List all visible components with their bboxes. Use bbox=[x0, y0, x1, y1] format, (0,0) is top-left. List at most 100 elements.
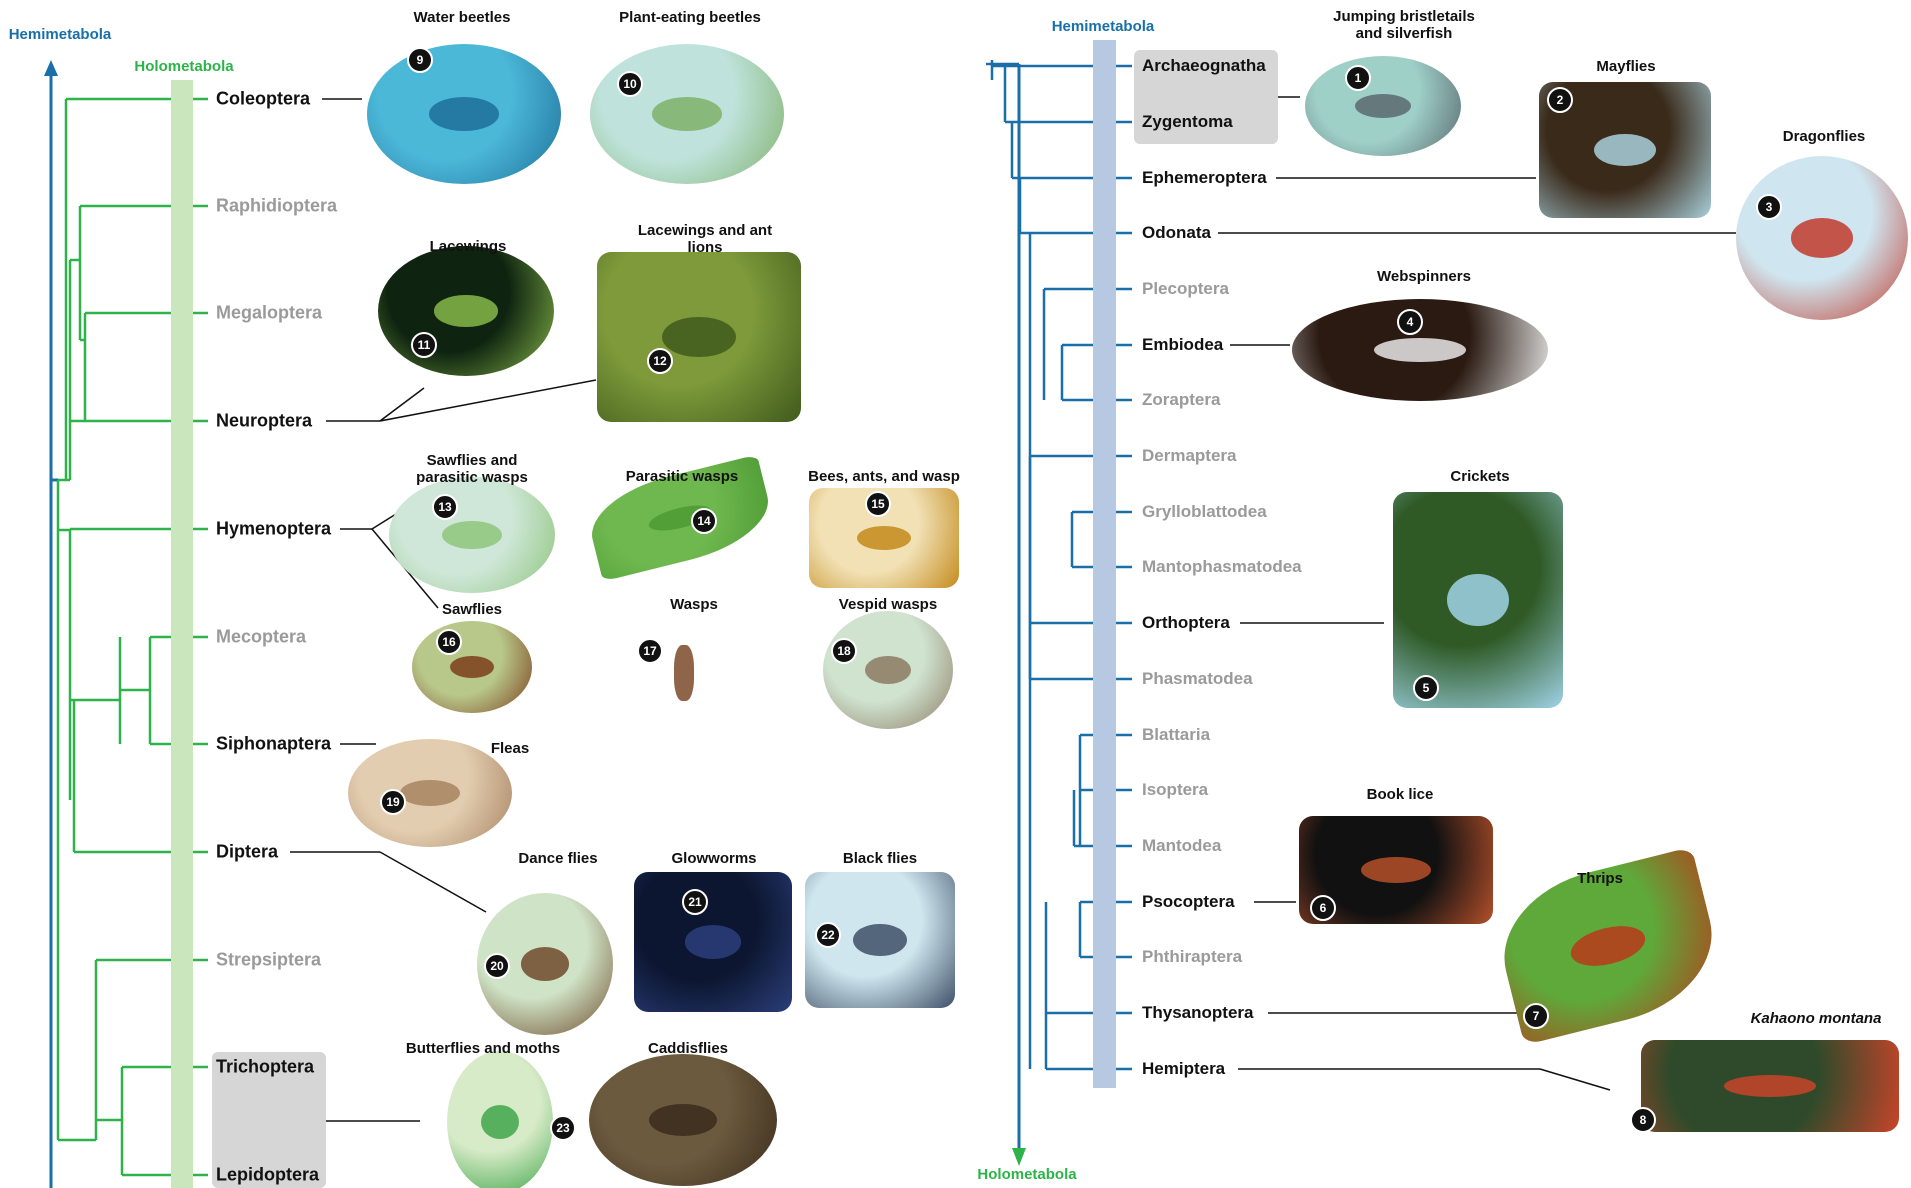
glowworm-icon bbox=[634, 872, 792, 1012]
creature-shape bbox=[429, 97, 499, 131]
axis-arrowhead-down bbox=[1012, 1148, 1026, 1166]
creature-shape bbox=[442, 521, 502, 549]
caption-dance-fly: Dance flies bbox=[518, 850, 597, 867]
number-badge-16: 16 bbox=[436, 629, 462, 655]
taxon-zoraptera: Zoraptera bbox=[1142, 390, 1220, 410]
creature-shape bbox=[1374, 338, 1466, 362]
creature-shape bbox=[434, 295, 497, 326]
taxon-lepidoptera: Lepidoptera bbox=[216, 1165, 319, 1186]
creature-shape bbox=[652, 97, 722, 131]
taxon-trichoptera: Trichoptera bbox=[216, 1057, 314, 1078]
caption-glowworm: Glowworms bbox=[671, 850, 756, 867]
connector-line bbox=[380, 388, 424, 421]
creature-shape bbox=[1567, 919, 1649, 973]
caption-vespid-nest: Vespid wasps bbox=[839, 596, 937, 613]
creature-shape bbox=[865, 656, 912, 684]
number-badge-22: 22 bbox=[815, 922, 841, 948]
vespid-nest-icon bbox=[823, 611, 953, 729]
taxon-neuroptera: Neuroptera bbox=[216, 411, 312, 432]
creature-shape bbox=[1791, 218, 1853, 257]
number-badge-11: 11 bbox=[411, 332, 437, 358]
caption-chrysalis: Butterflies and moths bbox=[406, 1040, 560, 1057]
creature-shape bbox=[521, 947, 570, 981]
caption-honeycomb: Bees, ants, and wasp bbox=[808, 468, 960, 485]
creature-shape bbox=[450, 656, 493, 678]
number-badge-17: 17 bbox=[637, 638, 663, 664]
leafhopper-web-icon bbox=[1641, 1040, 1899, 1132]
hemimetabola-band bbox=[1093, 40, 1116, 1088]
creature-shape bbox=[481, 1105, 519, 1139]
caption-thrips-leaf: Thrips bbox=[1577, 870, 1623, 887]
creature-shape bbox=[685, 925, 742, 959]
holometabola-band-label: Holometabola bbox=[134, 58, 233, 75]
chrysalis-icon bbox=[447, 1051, 553, 1188]
creature-shape bbox=[1355, 94, 1411, 118]
number-badge-15: 15 bbox=[865, 491, 891, 517]
number-badge-23: 23 bbox=[550, 1115, 576, 1141]
caption-water-beetle: Water beetles bbox=[414, 9, 511, 26]
caption-silk-gallery: Webspinners bbox=[1377, 268, 1471, 285]
caption-ant-lion: Lacewings and ant lions bbox=[630, 222, 780, 256]
taxon-ephemeroptera: Ephemeroptera bbox=[1142, 168, 1267, 188]
creature-shape bbox=[1724, 1075, 1817, 1097]
caption-sawfly: Sawflies bbox=[442, 601, 502, 618]
number-badge-20: 20 bbox=[484, 953, 510, 979]
number-badge-2: 2 bbox=[1547, 87, 1573, 113]
creature-shape bbox=[853, 924, 907, 957]
number-badge-19: 19 bbox=[380, 789, 406, 815]
taxon-coleoptera: Coleoptera bbox=[216, 89, 310, 110]
taxon-strepsiptera: Strepsiptera bbox=[216, 950, 321, 971]
hemimetabola-right-label: Hemimetabola bbox=[1052, 18, 1155, 35]
creature-shape bbox=[662, 317, 735, 358]
connector-line bbox=[380, 380, 596, 421]
caption-caddis-case: Caddisflies bbox=[648, 1040, 728, 1057]
taxon-embiodea: Embiodea bbox=[1142, 335, 1223, 355]
caption-leaf-eggs: Parasitic wasps bbox=[626, 468, 739, 485]
taxon-diptera: Diptera bbox=[216, 842, 278, 863]
caption-lacewing-eggs: Lacewings bbox=[430, 238, 507, 255]
taxon-isoptera: Isoptera bbox=[1142, 780, 1208, 800]
creature-shape bbox=[857, 526, 911, 550]
creature-shape bbox=[1447, 574, 1508, 626]
taxon-archaeognatha: Archaeognatha bbox=[1142, 56, 1266, 76]
number-badge-4: 4 bbox=[1397, 309, 1423, 335]
taxon-siphonaptera: Siphonaptera bbox=[216, 734, 331, 755]
taxon-plecoptera: Plecoptera bbox=[1142, 279, 1229, 299]
holometabola-band bbox=[171, 80, 193, 1188]
silverfish-icon bbox=[1305, 56, 1461, 156]
number-badge-13: 13 bbox=[432, 494, 458, 520]
taxon-dermaptera: Dermaptera bbox=[1142, 446, 1237, 466]
number-badge-10: 10 bbox=[617, 71, 643, 97]
number-badge-5: 5 bbox=[1413, 675, 1439, 701]
holometabola-bottom-label: Holometabola bbox=[977, 1166, 1076, 1183]
water-beetle-icon bbox=[367, 44, 561, 184]
taxon-raphidioptera: Raphidioptera bbox=[216, 196, 337, 217]
ant-lion-icon bbox=[597, 252, 801, 422]
number-badge-14: 14 bbox=[691, 508, 717, 534]
taxon-mantophasmatodea: Mantophasmatodea bbox=[1142, 557, 1302, 577]
flea-cocoon-icon bbox=[348, 739, 512, 847]
caption-cricket-leaf: Crickets bbox=[1450, 468, 1509, 485]
number-badge-12: 12 bbox=[647, 348, 673, 374]
creature-shape bbox=[1361, 857, 1431, 883]
taxon-mecoptera: Mecoptera bbox=[216, 627, 306, 648]
creature-shape bbox=[1594, 134, 1656, 167]
number-badge-6: 6 bbox=[1310, 895, 1336, 921]
taxon-phthiraptera: Phthiraptera bbox=[1142, 947, 1242, 967]
creature-shape bbox=[649, 1104, 717, 1136]
taxon-phasmatodea: Phasmatodea bbox=[1142, 669, 1253, 689]
taxon-blattaria: Blattaria bbox=[1142, 725, 1210, 745]
number-badge-18: 18 bbox=[831, 638, 857, 664]
caption-leaf-beetle: Plant-eating beetles bbox=[619, 9, 761, 26]
number-badge-9: 9 bbox=[407, 47, 433, 73]
axis-arrowhead-up bbox=[44, 60, 58, 76]
creature-shape bbox=[400, 780, 459, 806]
leaf-beetle-icon bbox=[590, 44, 784, 184]
number-badge-7: 7 bbox=[1523, 1003, 1549, 1029]
caption-larva: Sawflies and parasitic wasps bbox=[397, 452, 547, 486]
number-badge-3: 3 bbox=[1756, 194, 1782, 220]
taxon-hymenoptera: Hymenoptera bbox=[216, 519, 331, 540]
connector-line bbox=[1540, 1069, 1610, 1090]
caption-branch-nest: Wasps bbox=[670, 596, 718, 613]
